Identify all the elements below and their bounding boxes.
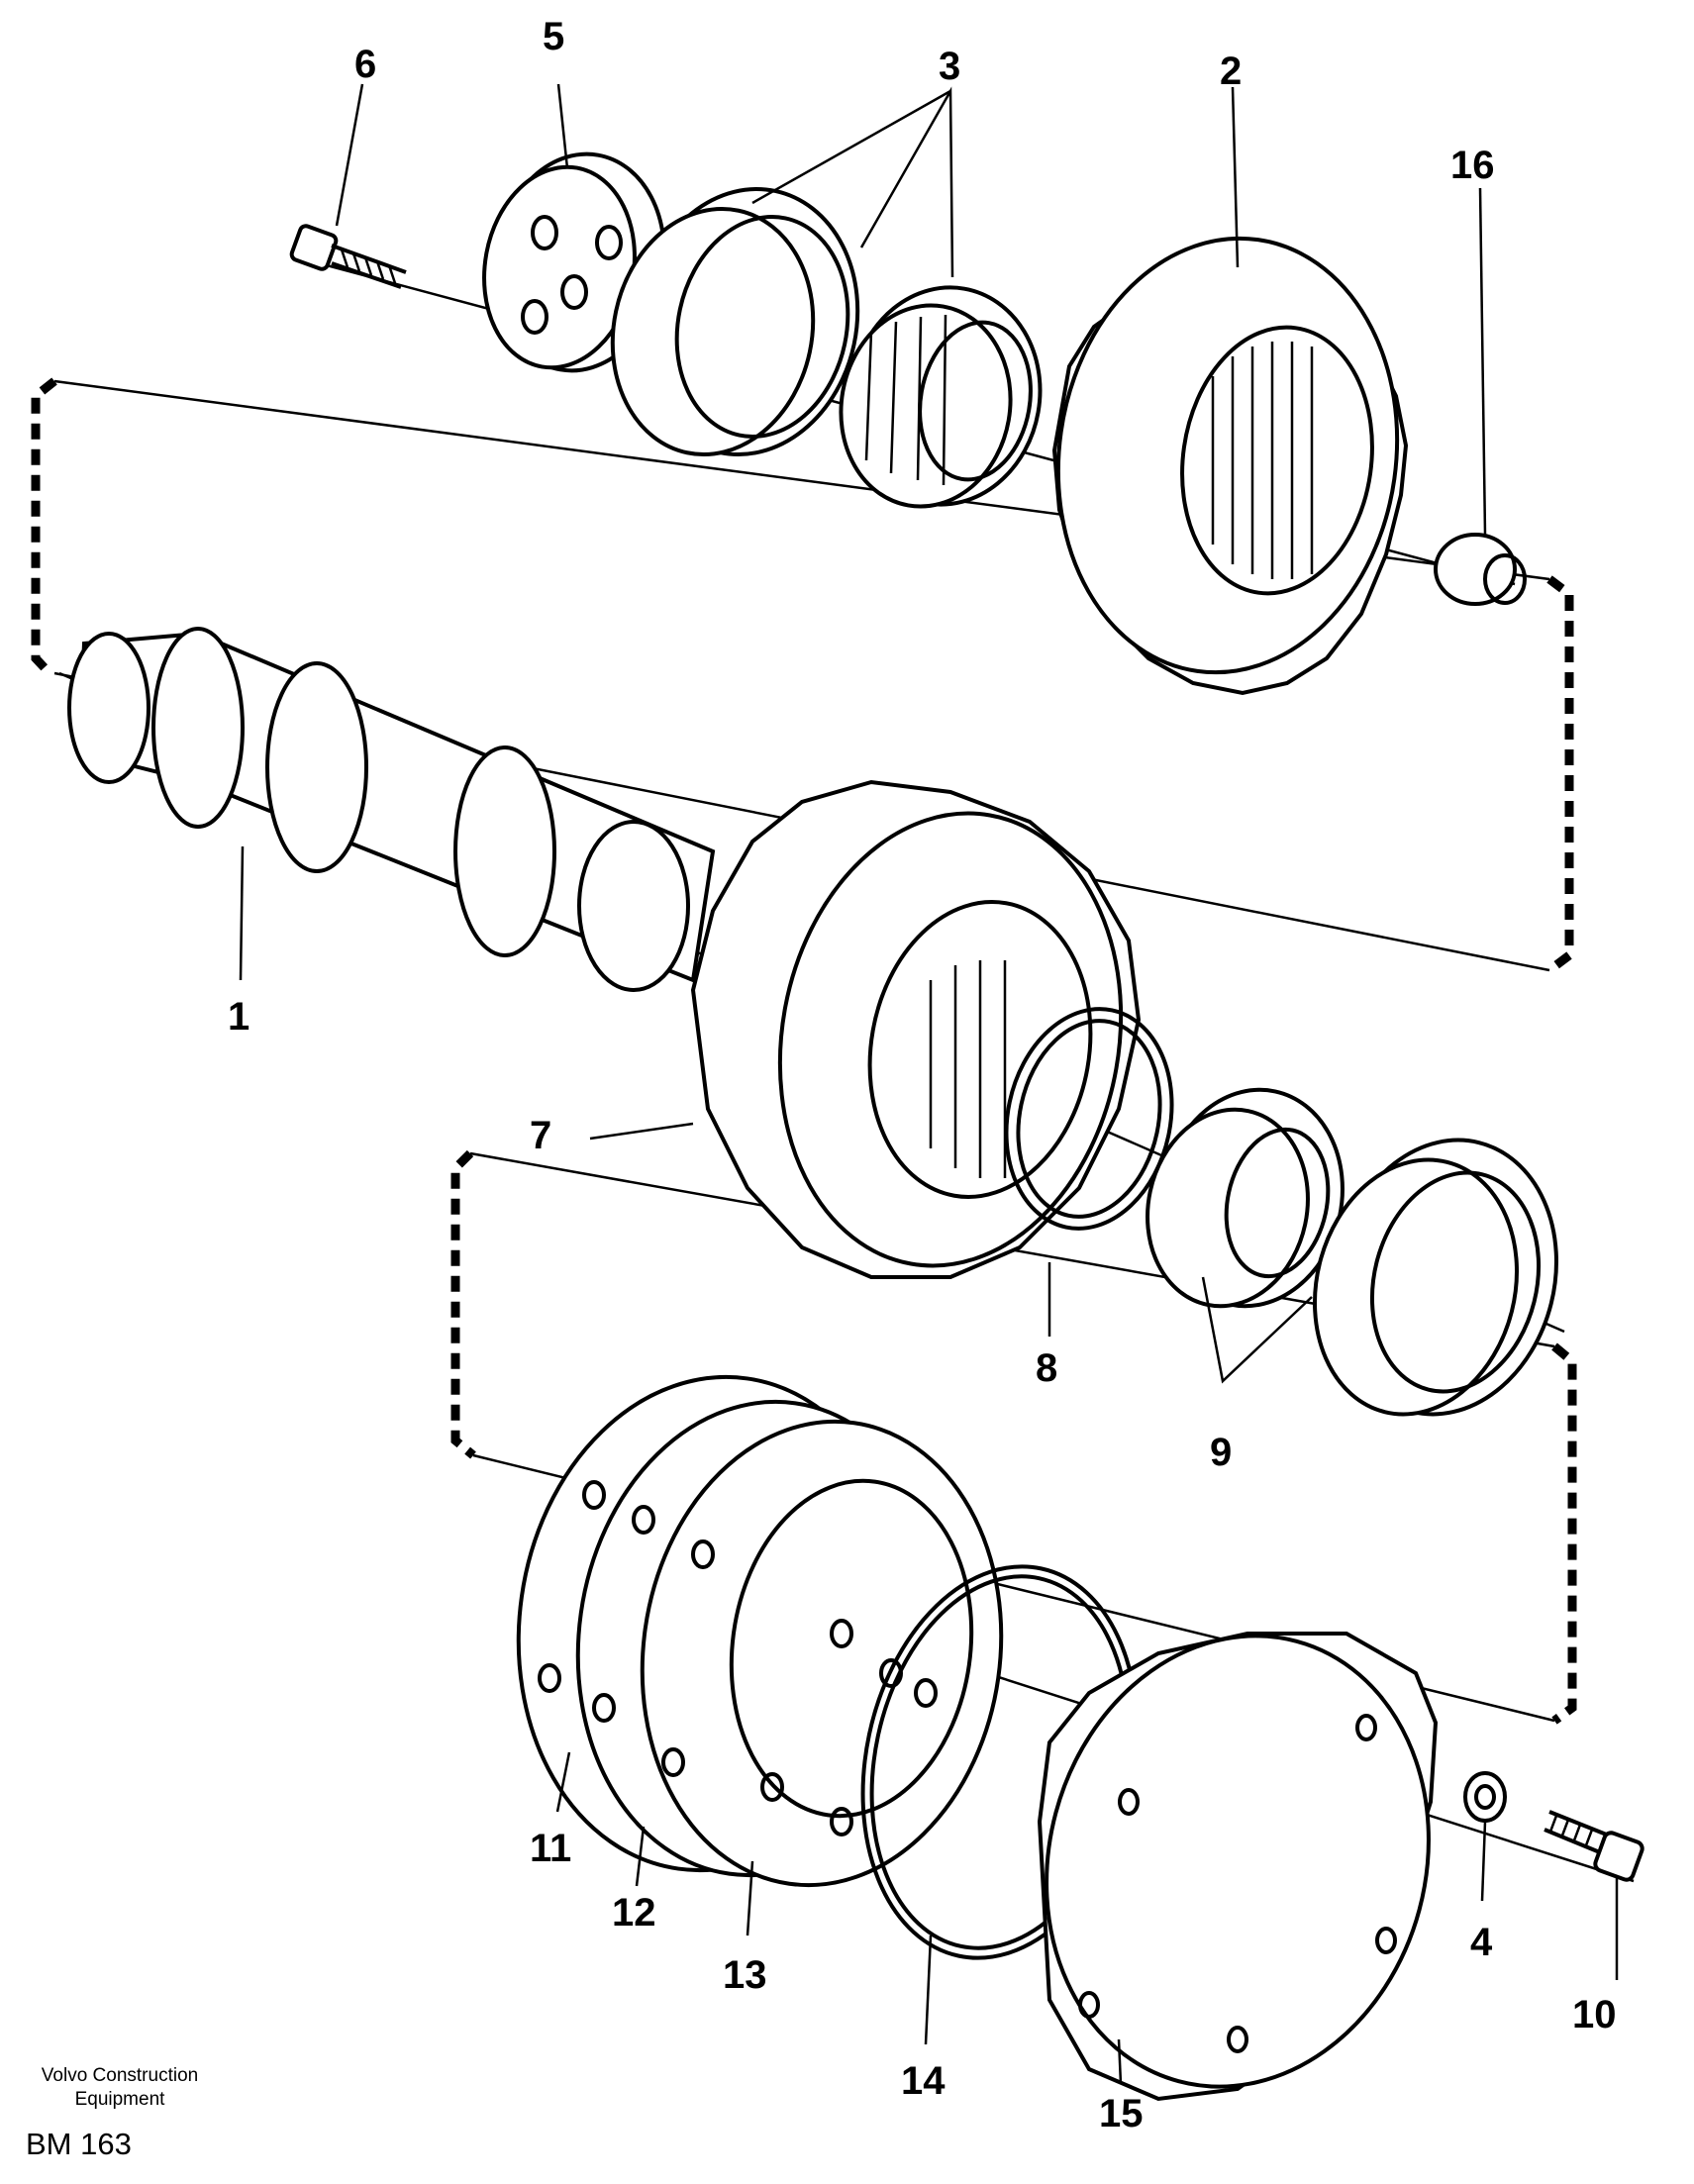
callout-15: 15 — [1099, 2092, 1144, 2135]
manufacturer-label: Volvo Construction Equipment — [26, 2064, 214, 2112]
callout-13: 13 — [723, 1953, 767, 1997]
callout-10: 10 — [1572, 1993, 1617, 2036]
callout-2: 2 — [1220, 50, 1242, 93]
gear-part-7 — [690, 779, 1142, 1279]
callout-7: 7 — [530, 1114, 551, 1157]
callout-14: 14 — [901, 2059, 946, 2103]
bearing-cup-part-3 — [610, 186, 860, 457]
bolt-part-10 — [1544, 1810, 1644, 1882]
dashed-bracket-upper-right — [1546, 575, 1574, 974]
callout-4: 4 — [1470, 1921, 1493, 1964]
callout-3: 3 — [939, 45, 960, 88]
callout-6: 6 — [354, 43, 376, 86]
shaft-part-1 — [67, 627, 716, 992]
dashed-bracket-upper — [31, 377, 57, 677]
bearing-cone-part-9 — [1146, 1087, 1345, 1309]
leader-lines — [239, 83, 1619, 2085]
snap-ring-part-8 — [1004, 1007, 1174, 1231]
gear-part-2 — [1051, 236, 1409, 696]
callout-5: 5 — [543, 15, 564, 58]
drawing-code: BM 163 — [26, 2127, 132, 2161]
washer-part-4 — [1463, 1771, 1507, 1823]
manufacturer-line-1: Volvo Construction — [41, 2065, 199, 2086]
callout-9: 9 — [1210, 1431, 1232, 1474]
bearing-housing-part-13 — [538, 1419, 1004, 1888]
bolt-part-6 — [289, 224, 407, 289]
bearing-cup-part-9 — [1313, 1138, 1558, 1417]
callout-16: 16 — [1450, 144, 1495, 187]
cover-part-15 — [1037, 1632, 1439, 2102]
callout-11: 11 — [530, 1827, 571, 1870]
callout-12: 12 — [612, 1891, 656, 1935]
callout-1: 1 — [228, 995, 249, 1039]
spacer-part-16 — [1434, 533, 1527, 606]
manufacturer-line-2: Equipment — [74, 2089, 165, 2110]
dashed-bracket-lower — [450, 1149, 476, 1459]
dashed-bracket-lower-right — [1551, 1342, 1577, 1725]
bearing-cone-part-3 — [839, 285, 1043, 509]
callout-8: 8 — [1036, 1346, 1057, 1390]
